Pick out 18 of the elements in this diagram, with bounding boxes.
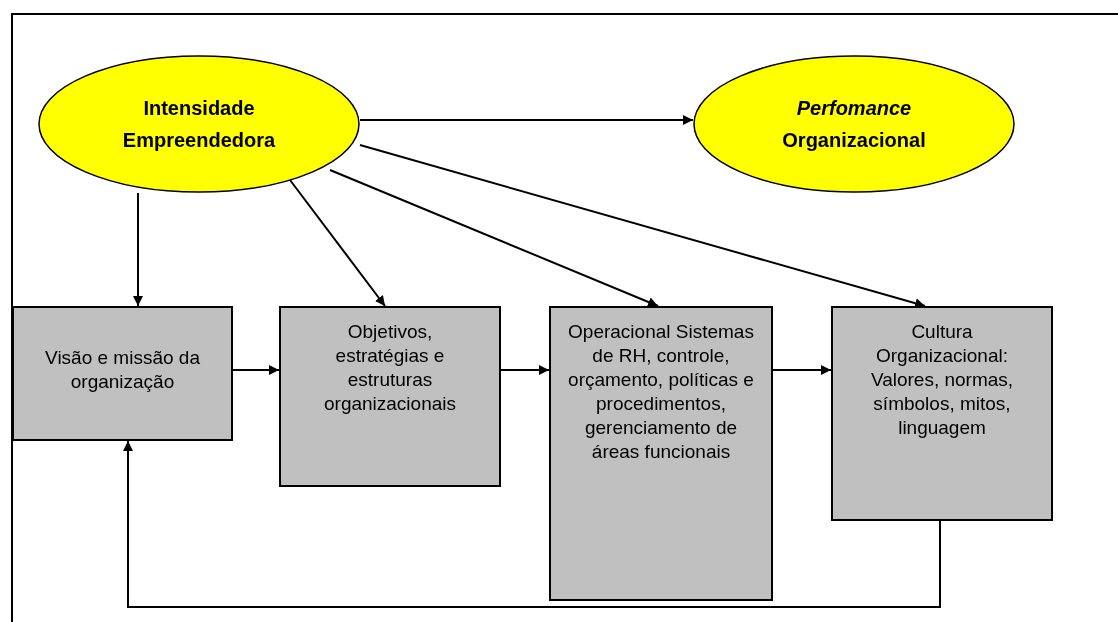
- process-box: [831, 306, 1053, 521]
- arrow: [289, 179, 386, 307]
- arrow: [329, 169, 659, 307]
- node-label: Visão e missão da organização: [44, 346, 201, 394]
- node-label: Intensidade Empreendedora: [121, 96, 277, 153]
- arrow: [123, 440, 941, 608]
- process-box: [549, 306, 773, 601]
- arrow: [359, 144, 926, 309]
- process-box: [12, 306, 233, 441]
- node-label: Cultura Organizacional: Valores, normas, símbolos, mitos, linguagem: [869, 320, 1015, 440]
- node-label: Operacional Sistemas de RH, controle, orçamento, políticas e procedimentos, gerenciamento de áreas funcionais: [567, 320, 755, 464]
- arrow: [772, 365, 832, 375]
- node-label: Objetivos, estratégias e estruturas organizacionais: [323, 320, 457, 416]
- arrow: [133, 192, 143, 307]
- arrow: [359, 115, 694, 125]
- node-label: Perfomance Organizacional: [781, 96, 927, 153]
- process-box: [279, 306, 501, 487]
- arrow: [500, 365, 550, 375]
